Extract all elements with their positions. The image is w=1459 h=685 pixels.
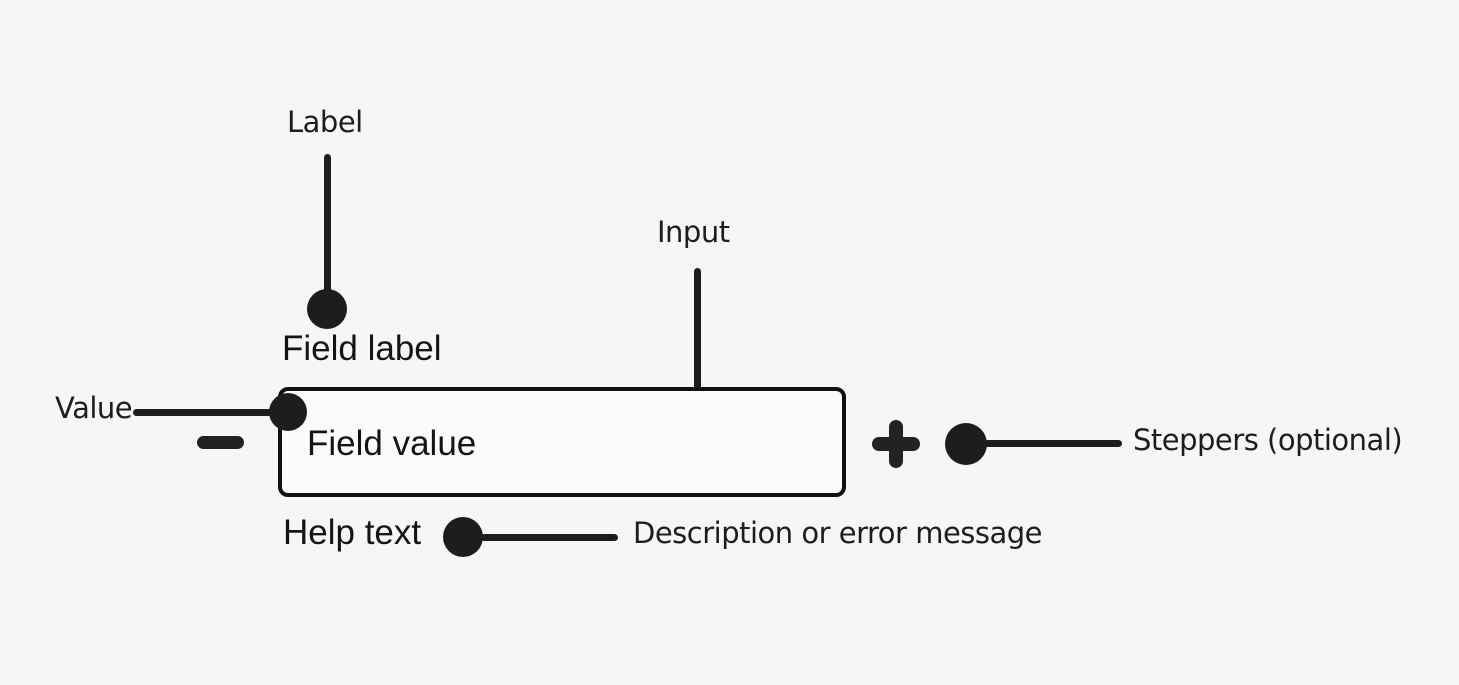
annotation-value: Value bbox=[55, 391, 133, 425]
annotation-input: Input bbox=[657, 215, 730, 249]
value-leader-line bbox=[133, 409, 275, 416]
input-leader-line bbox=[694, 268, 701, 412]
minus-stepper-icon[interactable] bbox=[197, 436, 244, 449]
annotation-steppers: Steppers (optional) bbox=[1133, 423, 1403, 457]
annotation-help: Description or error message bbox=[633, 516, 1043, 550]
field-label: Field label bbox=[282, 329, 442, 368]
field-value: Field value bbox=[307, 424, 477, 463]
steppers-leader-dot bbox=[945, 423, 987, 465]
help-text: Help text bbox=[283, 513, 422, 552]
number-input-field[interactable] bbox=[278, 387, 846, 497]
label-leader-line bbox=[324, 154, 331, 296]
help-leader-dot bbox=[443, 517, 483, 557]
plus-icon-vertical-bar bbox=[889, 420, 903, 468]
help-leader-line bbox=[481, 534, 618, 541]
annotation-label: Label bbox=[287, 105, 363, 139]
label-leader-dot bbox=[307, 289, 347, 329]
plus-stepper-icon[interactable] bbox=[872, 420, 920, 468]
value-leader-dot bbox=[269, 393, 307, 431]
steppers-leader-line bbox=[984, 440, 1122, 447]
